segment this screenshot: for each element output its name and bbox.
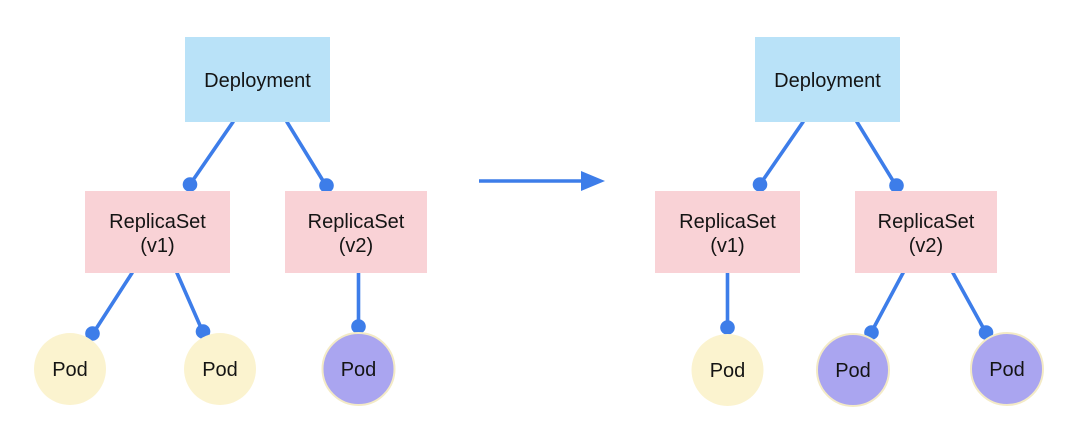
edge-endpoint-dot — [889, 178, 904, 193]
replicaset-v2-version: (v2) — [909, 235, 943, 257]
pod-circle-v2 — [816, 333, 890, 407]
pod-label: Pod — [52, 359, 88, 381]
deployment-label: Deployment — [204, 70, 311, 92]
edge-rsv2-to-pod2 — [870, 271, 905, 333]
replicaset-v1-label: ReplicaSet — [109, 211, 206, 233]
pod-circle-v1 — [184, 333, 256, 405]
edge-endpoint-dot — [978, 325, 994, 340]
replicaset-v1-version: (v1) — [710, 235, 744, 257]
pod-label: Pod — [202, 359, 238, 381]
edge-rsv1-to-pod1 — [92, 271, 134, 334]
replicaset-v1-version: (v1) — [140, 235, 174, 257]
transition-arrow — [479, 171, 605, 191]
pod-circle-v2 — [321, 332, 396, 406]
edge-endpoint-dot — [752, 177, 768, 192]
edge-deployment-to-rsv1 — [759, 120, 805, 185]
edge-endpoint-dot — [351, 319, 366, 334]
arrow-head-icon — [581, 171, 605, 191]
deployment-label: Deployment — [774, 70, 881, 92]
replicaset-v1-box-left — [85, 191, 230, 273]
replicaset-v2-box-right — [855, 191, 997, 273]
edge-endpoint-dot — [85, 326, 100, 341]
deployment-box-left — [185, 37, 330, 122]
pod-label: Pod — [989, 359, 1025, 381]
replicaset-v1-box-right — [655, 191, 800, 273]
replicaset-v2-label: ReplicaSet — [308, 211, 405, 233]
pod-circle-v1 — [691, 334, 764, 406]
pod-circle-v1 — [34, 333, 106, 405]
right-cluster: Deployment ReplicaSet (v1) ReplicaSet (v… — [655, 37, 1044, 407]
edge-deployment-to-rsv2 — [855, 120, 897, 186]
replicaset-v2-box-left — [285, 191, 427, 273]
replicaset-v2-version: (v2) — [339, 235, 373, 257]
edge-endpoint-dot — [720, 320, 735, 335]
edge-deployment-to-rsv1 — [189, 120, 235, 185]
edge-rsv2-to-pod3 — [951, 271, 987, 333]
edge-rsv1-to-pod2 — [175, 271, 204, 332]
deployment-box-right — [755, 37, 900, 122]
pod-label: Pod — [710, 360, 746, 382]
edge-deployment-to-rsv2 — [285, 120, 327, 186]
pod-circle-v2 — [970, 332, 1044, 406]
pod-label: Pod — [341, 359, 377, 381]
edge-endpoint-dot — [319, 178, 334, 193]
replicaset-v1-label: ReplicaSet — [679, 211, 776, 233]
edge-endpoint-dot — [182, 177, 198, 192]
left-cluster: Deployment ReplicaSet (v1) ReplicaSet (v… — [34, 37, 427, 406]
replicaset-v2-label: ReplicaSet — [878, 211, 975, 233]
edge-endpoint-dot — [195, 324, 211, 339]
pod-label: Pod — [835, 360, 871, 382]
